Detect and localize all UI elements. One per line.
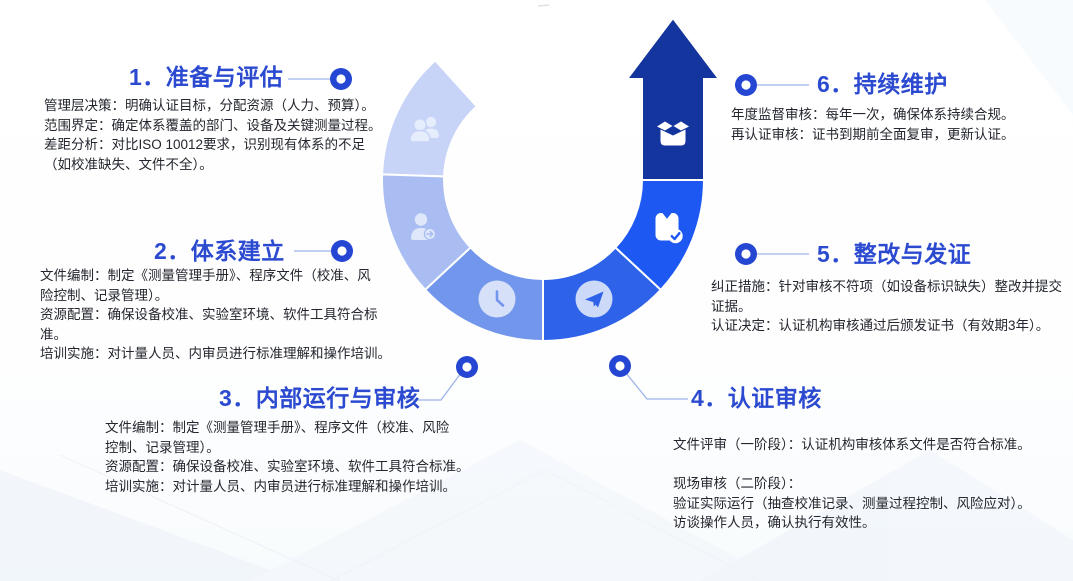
- step-2-title: 2．体系建立: [154, 238, 285, 264]
- step-1-description: 管理层决策：明确认证目标，分配资源（人力、预算）。 范围界定：确定体系覆盖的部门…: [44, 98, 382, 172]
- step-4-title: 4．认证审核: [691, 385, 822, 411]
- clock-icon: [478, 280, 516, 318]
- connector-step-3: [406, 372, 462, 401]
- connector-step-4: [625, 372, 688, 400]
- paper-plane-icon: [575, 280, 613, 318]
- step-5-description: 纠正措施：针对审核不符项（如设备标识缺失）整改并提交 证据。 认证决定：认证机构…: [711, 279, 1062, 333]
- step-3-title: 3．内部运行与审核: [219, 385, 421, 411]
- step-6-description: 年度监督审核：每年一次，确保体系持续合规。 再认证审核：证书到期前全面复审，更新…: [731, 107, 1015, 142]
- users-icon: [409, 116, 439, 143]
- ring-segment-6-up-arrow: [624, 16, 722, 181]
- marker-dot-3: [456, 356, 478, 378]
- step-connectors: [288, 78, 809, 401]
- step-5-title: 5．整改与发证: [817, 241, 972, 267]
- marker-dot-5: [735, 243, 757, 265]
- marker-dot-4: [609, 355, 631, 377]
- marker-dot-1: [330, 68, 352, 90]
- top-center-mark: [537, 4, 550, 7]
- process-ring: [381, 16, 722, 343]
- step-markers: [330, 68, 757, 378]
- step-2-description: 文件编制：制定《测量管理手册》、程序文件（校准、风 险控制、记录管理）。 资源配…: [40, 268, 391, 361]
- step-4-description: 文件评审（一阶段）：认证机构审核体系文件是否符合标准。 现场审核（二阶段）： 验…: [673, 437, 1031, 530]
- user-arrow-icon: [411, 213, 437, 241]
- marker-dot-2: [331, 240, 353, 262]
- clipboard-check-icon: [655, 213, 683, 244]
- step-1-title: 1．准备与评估: [129, 64, 284, 90]
- step-6-title: 6．持续维护: [817, 71, 948, 97]
- step-3-description: 文件编制：制定《测量管理手册》、程序文件（校准、风险 控制、记录管理）。 资源配…: [105, 420, 470, 494]
- marker-dot-6: [735, 74, 757, 96]
- open-box-icon: [657, 121, 689, 146]
